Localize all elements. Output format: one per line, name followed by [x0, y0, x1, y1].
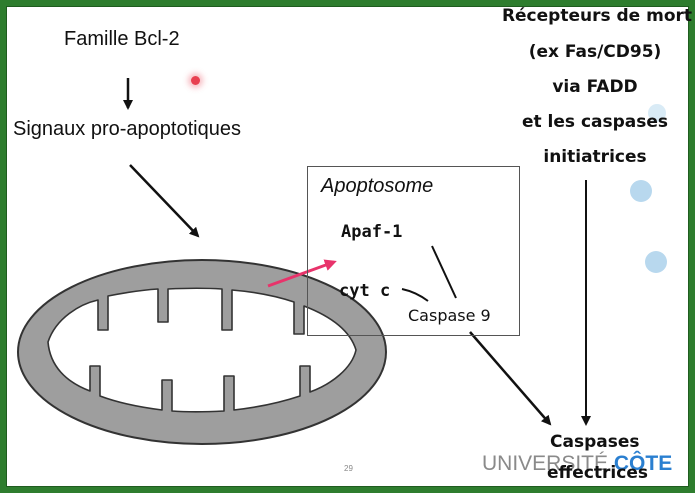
label-receptors-line1: Récepteurs de mort — [492, 6, 695, 26]
arrow-signals-to-mito — [130, 165, 198, 236]
blue-dot-icon — [630, 180, 652, 202]
label-apaf1: Apaf-1 — [341, 222, 402, 242]
label-signaux-pro-apoptotiques: Signaux pro-apoptotiques — [13, 118, 241, 141]
label-caspases-line1: Caspases — [550, 432, 639, 452]
label-receptors-line5: initiatrices — [500, 147, 690, 167]
label-famille-bcl2: Famille Bcl-2 — [64, 28, 180, 51]
label-receptors-line4: et les caspases — [500, 112, 690, 132]
label-apoptosome: Apoptosome — [321, 175, 433, 198]
label-cyt-c: cyt c — [339, 281, 390, 301]
red-dot-icon — [191, 76, 200, 85]
page-number: 29 — [344, 464, 353, 473]
label-receptors-line3: via FADD — [500, 77, 690, 97]
label-caspase9: Caspase 9 — [408, 306, 491, 325]
blue-dot-icon — [645, 251, 667, 273]
arrow-casp9-to-effectors — [470, 332, 550, 424]
label-receptors-line2: (ex Fas/CD95) — [500, 42, 690, 62]
label-caspases-line2: effectrices — [547, 463, 648, 483]
